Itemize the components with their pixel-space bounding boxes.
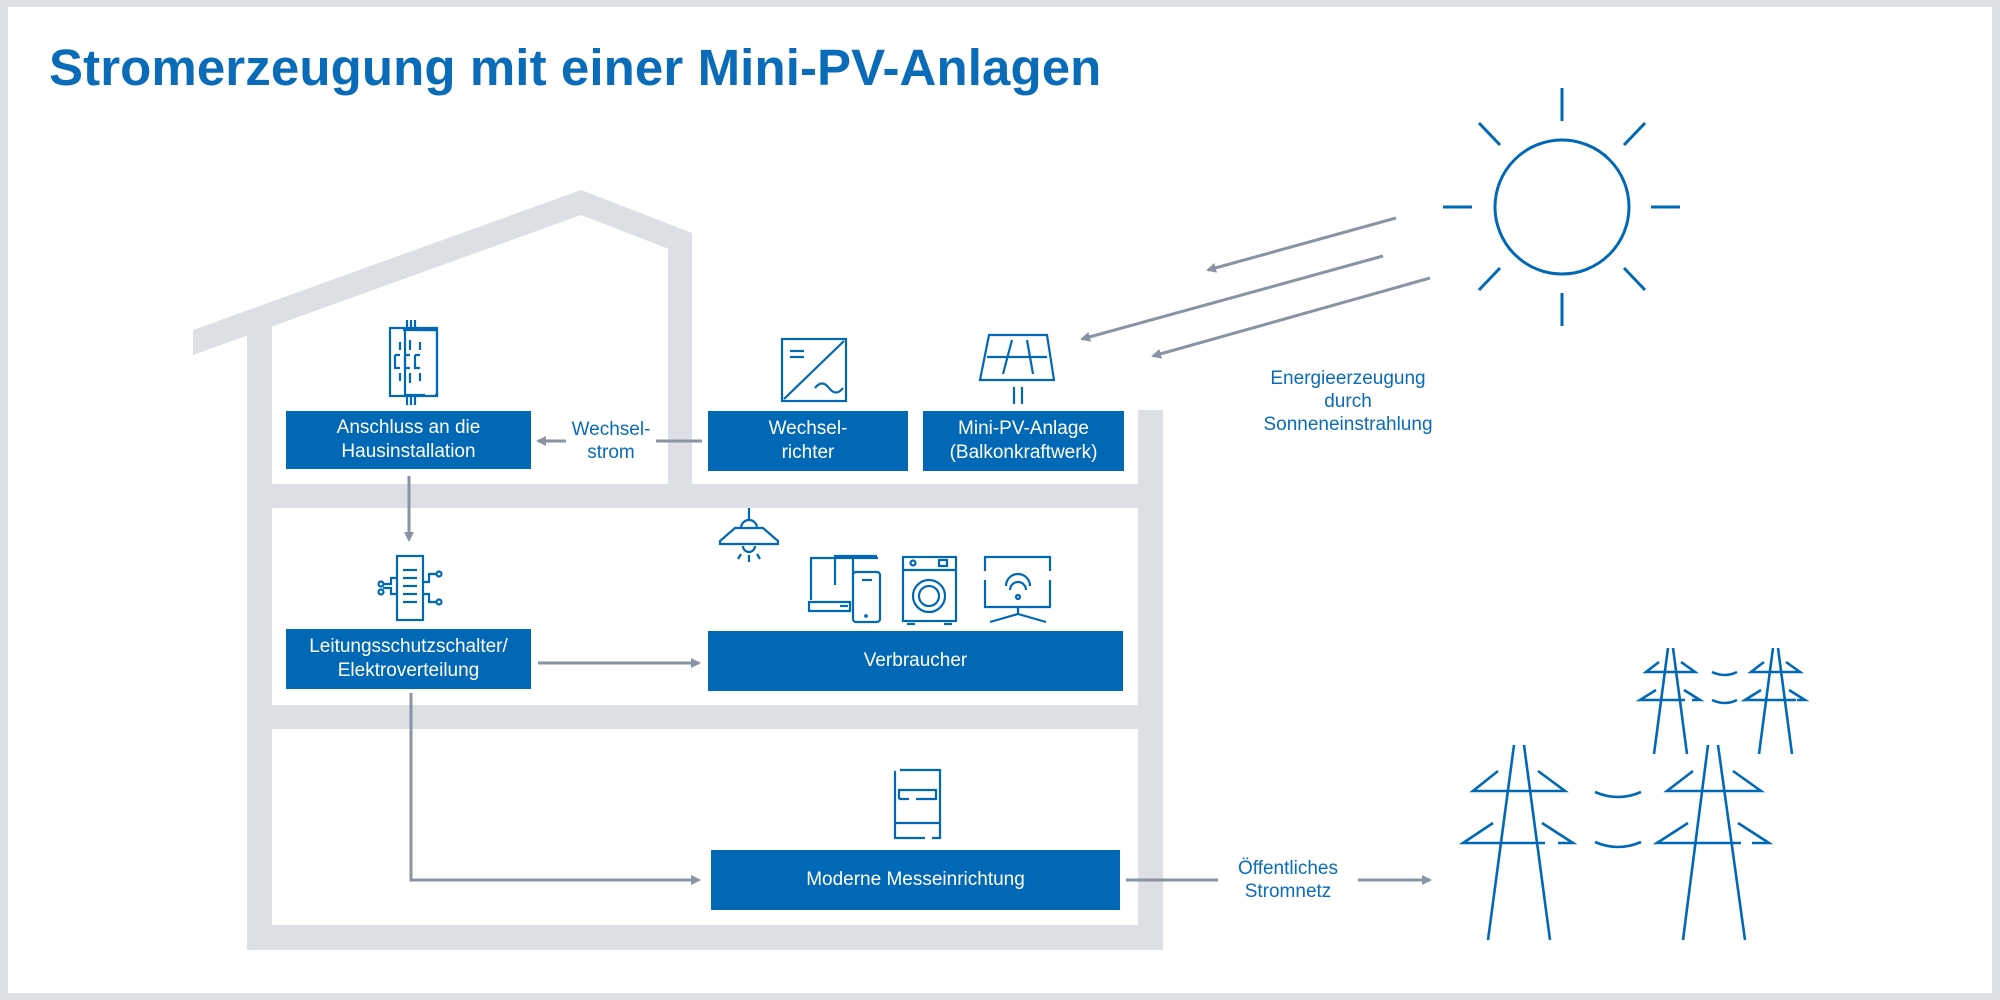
box-verbraucher-label: Verbraucher [863,650,968,671]
pylon [1635,647,1705,755]
power-pylons-icon [1458,647,1810,941]
box-mini-pv-anlage: Mini-PV-Anlage (Balkonkraftwerk) [923,411,1124,471]
house-floor-1 [247,484,1163,508]
box-mini-pv-label: Mini-PV-Anlage (Balkonkraftwerk) [949,418,1098,463]
inverter-icon [780,337,848,403]
label-energieerzeugung: Energieerzeugung durch Sonneneinstrahlun… [1263,368,1433,435]
box-anschluss-label: Anschluss an die Hausinstallation [336,417,481,462]
box-messeinrichtung-label: Moderne Messeinrichtung [806,869,1025,890]
pylon [1652,744,1774,941]
label-wechselstrom: Wechsel- strom [571,419,651,463]
cable [1594,790,1642,799]
cable [1594,840,1642,849]
house-left-wall [247,322,272,950]
sunray-arrow-3 [1151,276,1431,359]
box-verbraucher: Verbraucher [708,631,1123,691]
house-gable-wall [668,233,692,485]
sun-icon [1443,88,1680,326]
house-connection-icon [388,320,439,405]
pylon [1740,647,1810,755]
box-leitungsschutzschalter: Leitungsschutzschalter/ Elektroverteilun… [286,629,531,689]
cable [1711,670,1738,677]
house-outline [193,190,1163,950]
smart-tv-icon [983,555,1052,624]
house-floor-2 [247,705,1163,729]
cable [1711,698,1738,705]
pylon [1458,744,1578,941]
house-ground [247,925,1163,950]
box-anschluss-hausinstallation: Anschluss an die Hausinstallation [286,411,531,469]
solar-panel-icon [978,333,1056,404]
box-wechselrichter: Wechsel- richter [708,411,908,471]
page-title: Stromerzeugung mit einer Mini-PV-Anlagen [49,39,1102,96]
box-moderne-messeinrichtung: Moderne Messeinrichtung [711,850,1120,910]
label-oeffentliches-stromnetz: Öffentliches Stromnetz [1238,858,1338,902]
box-wechselrichter-label: Wechsel- richter [768,418,848,463]
sunray-arrow-2 [1080,254,1384,342]
sunray-arrow-1 [1206,216,1397,273]
circuit-breaker-icon [377,554,443,622]
flow-arrows [404,216,1432,885]
ceiling-lamp-icon [718,508,780,562]
arrow-to-messeinrichtung [409,693,701,885]
smart-meter-icon [893,768,942,840]
laptop-phone-icon [807,554,882,624]
box-leitungsschutz-label: Leitungsschutzschalter/ Elektroverteilun… [309,636,508,681]
washing-machine-icon [901,555,958,626]
